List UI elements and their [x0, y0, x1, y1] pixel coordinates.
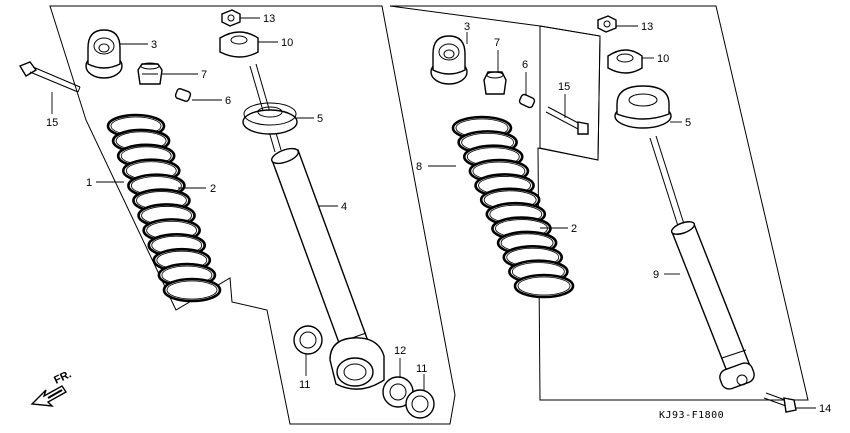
upper-seat-left	[85, 29, 123, 79]
callout-3-left: 3	[151, 39, 157, 51]
right-subgroup-frame	[539, 25, 601, 161]
callout-15-right: 15	[558, 81, 570, 93]
callout-6-left: 6	[225, 95, 231, 107]
bolt-lower-right	[763, 392, 797, 413]
spring-left	[106, 113, 222, 303]
dust-seal-left-b	[405, 389, 435, 419]
spring-coil-inner	[517, 276, 571, 296]
rubber-mount-right	[607, 49, 643, 74]
collar-left	[174, 88, 192, 102]
rubber-mount-left	[219, 31, 259, 58]
callout-7-right: 7	[494, 37, 500, 49]
diagram-code: KJ93-F1800	[659, 410, 724, 421]
callout-9-right: 9	[653, 269, 659, 281]
callout-2-left: 2	[210, 183, 216, 195]
callout-10-left: 10	[281, 37, 293, 49]
dust-seal-left-a	[293, 325, 323, 355]
rubber-bushing-right	[483, 71, 507, 95]
callout-5-left: 5	[317, 113, 323, 125]
callout-3-right: 3	[464, 21, 470, 33]
arrow-icon	[30, 385, 68, 407]
collar-right	[518, 93, 536, 109]
callout-labels: 3 7 6 15 1 2 13 10 5 4 11 12 11 3 7 6 15…	[46, 13, 831, 415]
callout-10-right: 10	[657, 53, 669, 65]
upper-seat-right	[430, 35, 468, 85]
shock-absorber-left	[242, 63, 385, 390]
nut-right	[597, 15, 617, 33]
callout-14-right: 14	[819, 403, 831, 415]
spring-coil	[513, 273, 575, 299]
callout-12-left: 12	[394, 345, 406, 357]
bolt-right	[545, 106, 589, 135]
left-assembly-frame	[49, 5, 456, 425]
callout-2-right: 2	[571, 223, 577, 235]
bolt-left	[18, 61, 81, 93]
spring-coil	[162, 277, 222, 303]
spring-seat-right	[614, 85, 672, 129]
rubber-bushing-left	[137, 62, 163, 85]
front-direction-indicator: FR.	[30, 368, 73, 407]
callout-11-left-a: 11	[299, 379, 310, 391]
callout-13-left: 13	[263, 13, 275, 25]
shock-absorber-damper-right	[649, 135, 755, 390]
leader-lines	[51, 17, 816, 409]
bearing-left	[382, 376, 414, 408]
callout-4-left: 4	[341, 201, 347, 213]
callout-6-right: 6	[522, 59, 528, 71]
spring-right	[451, 115, 575, 299]
callout-5-right: 5	[685, 117, 691, 129]
callout-7-left: 7	[201, 69, 207, 81]
nut-left	[221, 9, 241, 27]
callout-13-right: 13	[641, 21, 653, 33]
callout-11-left-b: 11	[416, 363, 427, 375]
callout-1-left: 1	[86, 177, 92, 189]
callout-8-right: 8	[416, 161, 422, 173]
callout-15-left: 15	[46, 117, 58, 129]
direction-label: FR.	[52, 368, 73, 386]
spring-coil-inner	[166, 280, 218, 300]
